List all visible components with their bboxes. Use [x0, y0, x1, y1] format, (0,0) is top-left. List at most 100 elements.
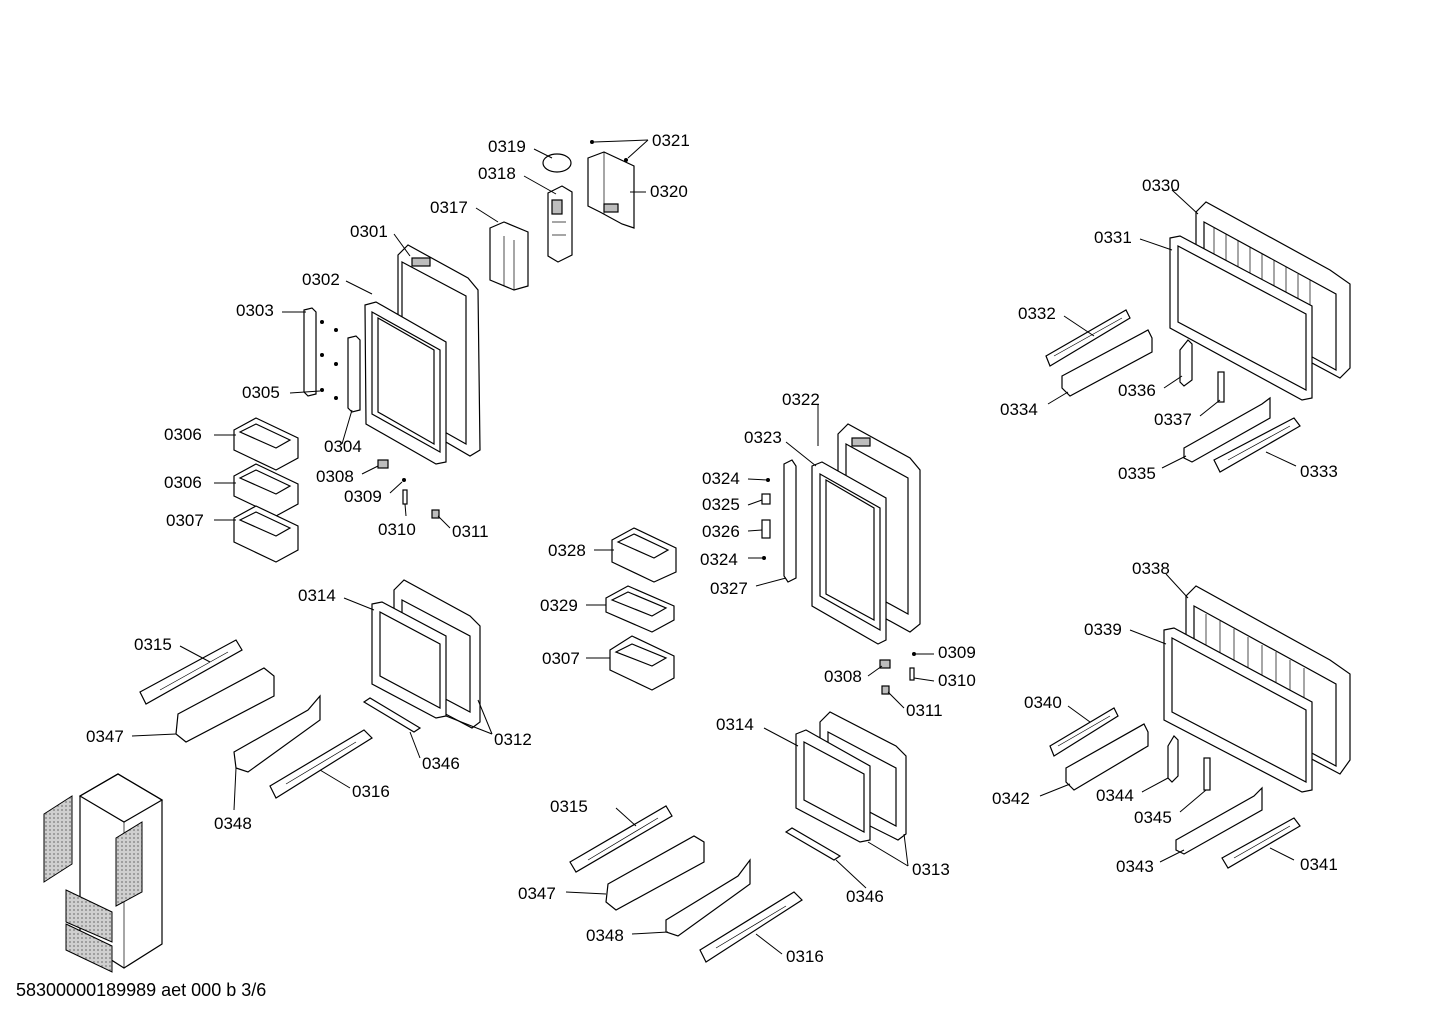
label-0329: 0329	[540, 596, 578, 615]
part-0339-gasket	[1163, 627, 1313, 793]
label-0323: 0323	[744, 428, 782, 447]
label-0324-upper: 0324	[702, 469, 740, 488]
label-0322: 0322	[782, 390, 820, 409]
label-0348-left: 0348	[214, 814, 252, 833]
part-0308-clip-center	[879, 659, 891, 669]
label-0316-left: 0316	[352, 782, 390, 801]
part-0341-rail	[1221, 817, 1301, 869]
part-0314-gasket-center	[795, 729, 871, 843]
label-0336: 0336	[1118, 381, 1156, 400]
label-0301: 0301	[350, 222, 388, 241]
label-0307-left: 0307	[166, 511, 204, 530]
drawing-number: 58300000189989 aet 000 b 3/6	[16, 980, 267, 1000]
label-0335: 0335	[1118, 464, 1156, 483]
part-0321-screws	[590, 140, 628, 162]
label-0313: 0313	[912, 860, 950, 879]
label-0337: 0337	[1154, 410, 1192, 429]
label-0339: 0339	[1084, 620, 1122, 639]
label-0325: 0325	[702, 495, 740, 514]
label-0308-left: 0308	[316, 467, 354, 486]
part-0329-shelf	[605, 585, 675, 633]
screws-0305	[320, 320, 338, 400]
label-0309-left: 0309	[344, 487, 382, 506]
label-0309-center: 0309	[938, 643, 976, 662]
label-0306-lower: 0306	[164, 473, 202, 492]
label-0332: 0332	[1018, 304, 1056, 323]
part-0343-bracket	[1175, 786, 1263, 855]
part-0336-hinge	[1179, 339, 1193, 387]
part-0316-rail-left	[269, 729, 373, 799]
label-0346-center: 0346	[846, 887, 884, 906]
label-0324-lower: 0324	[700, 550, 738, 569]
part-0333-rail	[1213, 417, 1301, 473]
label-0345: 0345	[1134, 808, 1172, 827]
part-0327-hinge-strip	[783, 459, 797, 583]
part-0307-bin-center	[609, 635, 675, 691]
part-0311-clip	[431, 509, 440, 519]
label-0328: 0328	[548, 541, 586, 560]
label-0331: 0331	[1094, 228, 1132, 247]
label-0347-left: 0347	[86, 727, 124, 746]
cabinet-thumbnail	[43, 773, 164, 973]
part-0315-rail-left	[139, 639, 243, 705]
part-0309-pin-center	[912, 652, 916, 656]
part-0345-hinge	[1203, 757, 1211, 791]
part-0334-bracket	[1061, 329, 1153, 397]
part-0302-gasket	[364, 301, 447, 465]
label-0319: 0319	[488, 137, 526, 156]
part-0344-hinge	[1167, 735, 1179, 783]
part-0328-bin	[611, 527, 677, 583]
label-0333: 0333	[1300, 462, 1338, 481]
label-0334: 0334	[1000, 400, 1038, 419]
part-0340-rail	[1049, 707, 1119, 757]
label-0312: 0312	[494, 730, 532, 749]
label-0340: 0340	[1024, 693, 1062, 712]
part-0306-shelf-upper	[233, 417, 299, 471]
label-0320: 0320	[650, 182, 688, 201]
label-0343: 0343	[1116, 857, 1154, 876]
part-labels: 0319 0321 0318 0320 0317 0301 0302 0303 …	[86, 131, 1338, 966]
part-0323-gasket	[811, 461, 887, 645]
label-0327: 0327	[710, 579, 748, 598]
part-0309-pin	[402, 478, 406, 482]
label-0314-center: 0314	[716, 715, 754, 734]
label-0326: 0326	[702, 522, 740, 541]
label-0305: 0305	[242, 383, 280, 402]
part-0346-strip-center	[784, 827, 842, 861]
part-0325-block	[761, 493, 771, 505]
part-0310-pin	[402, 489, 408, 505]
label-0307-center: 0307	[542, 649, 580, 668]
part-0342-bracket	[1065, 723, 1149, 791]
part-0318-bracket	[547, 185, 573, 263]
part-0310-pin-center	[909, 667, 915, 681]
label-0348-center: 0348	[586, 926, 624, 945]
label-0310-center: 0310	[938, 671, 976, 690]
label-0315-left: 0315	[134, 635, 172, 654]
label-0346-left: 0346	[422, 754, 460, 773]
label-0347-center: 0347	[518, 884, 556, 903]
part-0337-hinge	[1217, 371, 1225, 403]
part-0320-plate	[587, 151, 635, 229]
part-0326-handle	[761, 519, 771, 539]
label-0317: 0317	[430, 198, 468, 217]
label-0321: 0321	[652, 131, 690, 150]
part-0319-ring	[542, 153, 572, 173]
part-0316-rail-center	[699, 891, 803, 963]
part-0304-hinge-strip	[347, 335, 361, 413]
part-0306-shelf-lower	[233, 463, 299, 517]
part-0331-gasket	[1169, 235, 1313, 401]
label-0311-left: 0311	[452, 522, 489, 541]
label-0344: 0344	[1096, 786, 1134, 805]
label-0310-left: 0310	[378, 520, 416, 539]
label-0315-center: 0315	[550, 797, 588, 816]
label-0308-center: 0308	[824, 667, 862, 686]
part-0335-bracket	[1183, 396, 1271, 463]
label-0303: 0303	[236, 301, 274, 320]
label-0304: 0304	[324, 437, 362, 456]
part-0324-screws	[762, 478, 770, 560]
part-0317-cover	[489, 221, 529, 291]
part-0303-hinge-strip	[303, 307, 317, 397]
part-0332-rail	[1045, 309, 1131, 367]
label-0316-center: 0316	[786, 947, 824, 966]
